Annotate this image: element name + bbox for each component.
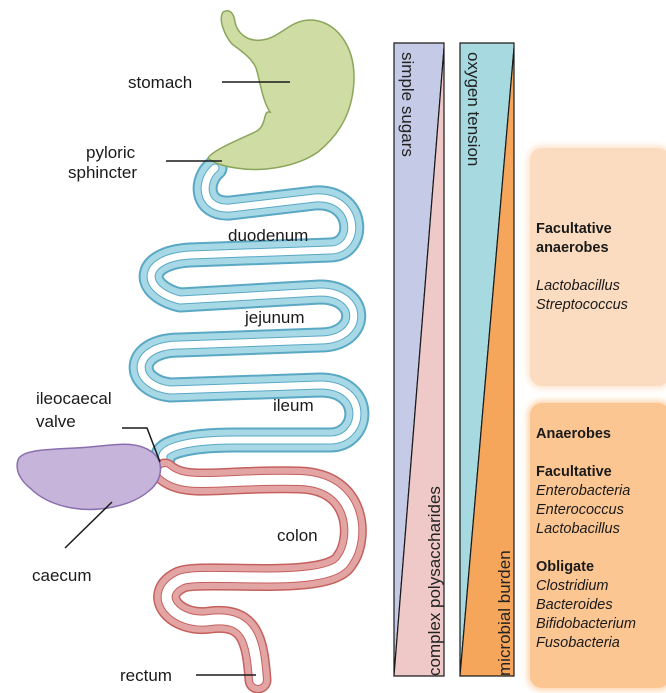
label-duodenum: duodenum [228,226,308,245]
obligate-heading: Obligate [536,559,594,575]
label-microbial-burden: microbial burden [495,550,514,676]
label-stomach: stomach [128,73,192,92]
label-valve: valve [36,412,76,431]
obligate-species-1: Clostridium [536,578,609,594]
facultative-species-1: Enterobacteria [536,483,630,499]
label-colon: colon [277,526,318,545]
upper-species-2: Streptococcus [536,297,628,313]
facultative-species-3: Lactobacillus [536,521,620,537]
label-oxygen-tension: oxygen tension [464,52,483,166]
facultative-heading: Facultative [536,464,612,480]
obligate-species-4: Fusobacteria [536,635,620,651]
obligate-species-2: Bacteroides [536,597,613,613]
label-complex-polysaccharides: complex polysaccharides [425,486,444,676]
label-rectum: rectum [120,666,172,685]
upper-species-1: Lactobacillus [536,278,620,294]
label-ileocaecal: ileocaecal [36,389,112,408]
upper-heading-1: Facultative [536,221,612,237]
label-simple-sugars: simple sugars [398,52,417,157]
label-pyloric: pyloric [86,143,136,162]
facultative-species-2: Enterococcus [536,502,624,518]
label-caecum: caecum [32,566,92,585]
facultative-anaerobes-box: Facultative anaerobes Lactobacillus Stre… [530,148,666,386]
label-ileum: ileum [273,396,314,415]
stomach-shape [208,11,354,170]
label-jejunum: jejunum [244,308,305,327]
obligate-species-3: Bifidobacterium [536,616,636,632]
caecum-shape [17,444,160,509]
anaerobes-box: Anaerobes Facultative Enterobacteria Ent… [530,403,666,688]
lower-heading: Anaerobes [536,426,611,442]
upper-heading-2: anaerobes [536,240,609,256]
colon [165,472,353,680]
label-sphincter: sphincter [68,163,137,182]
